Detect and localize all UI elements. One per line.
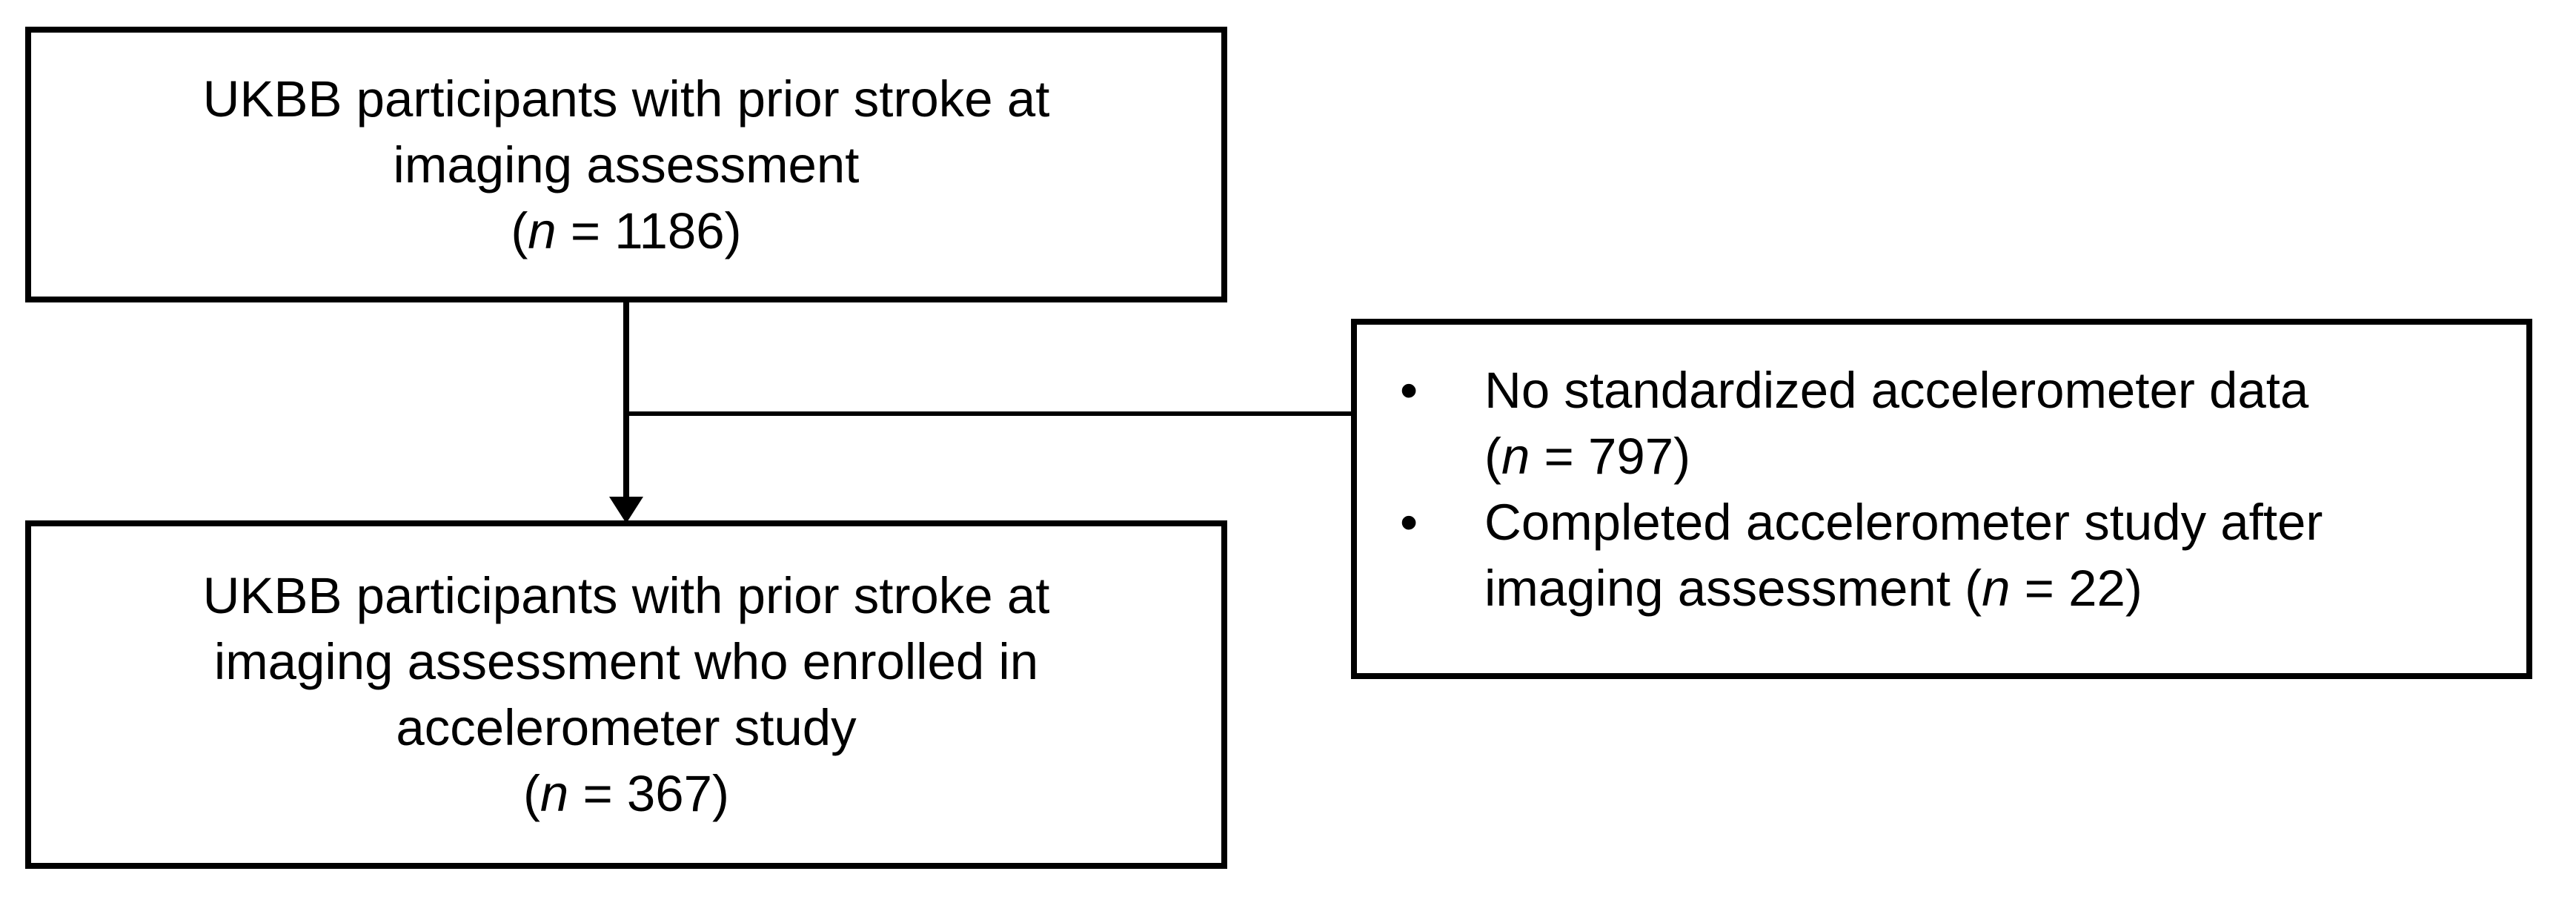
- final-cohort-count: (n = 367): [523, 761, 729, 827]
- initial-cohort-count: (n = 1186): [511, 198, 741, 264]
- count-open: (: [511, 202, 528, 259]
- exclusion-box: • No standardized accelerometer data (n …: [1351, 319, 2532, 679]
- bullet-icon: •: [1400, 362, 1418, 419]
- exclusion-list: • No standardized accelerometer data (n …: [1357, 357, 2526, 621]
- count-open: imaging assessment (: [1484, 560, 1982, 617]
- initial-cohort-line-2: imaging assessment: [393, 136, 860, 193]
- exclusion-item-after-imaging-count: imaging assessment (n = 22): [1484, 555, 2526, 621]
- count-open: (: [522, 765, 540, 822]
- final-cohort-line-1: UKBB participants with prior stroke at: [202, 567, 1050, 624]
- final-cohort-line-2: imaging assessment who enrolled in: [213, 633, 1039, 690]
- initial-cohort-box: UKBB participants with prior stroke at i…: [25, 27, 1227, 302]
- count-value: = 367): [568, 765, 730, 822]
- count-value: = 22): [2010, 560, 2142, 617]
- bullet-icon: •: [1400, 494, 1418, 551]
- exclusion-item-after-imaging: • Completed accelerometer study after im…: [1357, 489, 2526, 621]
- n-symbol: n: [1982, 560, 2011, 617]
- exclusion-item-after-imaging-label: Completed accelerometer study after: [1484, 494, 2323, 551]
- down-arrow-icon: [609, 497, 643, 523]
- exclusion-item-no-data: • No standardized accelerometer data (n …: [1357, 357, 2526, 489]
- count-value: = 1186): [556, 202, 742, 259]
- final-cohort-line-3: accelerometer study: [396, 699, 857, 756]
- exclusion-item-no-data-label: No standardized accelerometer data: [1484, 362, 2309, 419]
- initial-cohort-line-1: UKBB participants with prior stroke at: [202, 70, 1050, 128]
- n-symbol: n: [528, 202, 557, 259]
- count-open: (: [1484, 428, 1501, 485]
- final-cohort-box: UKBB participants with prior stroke at i…: [25, 520, 1227, 869]
- n-symbol: n: [540, 765, 569, 822]
- n-symbol: n: [1501, 428, 1530, 485]
- count-value: = 797): [1530, 428, 1691, 485]
- exclusion-item-no-data-count: (n = 797): [1484, 423, 2526, 489]
